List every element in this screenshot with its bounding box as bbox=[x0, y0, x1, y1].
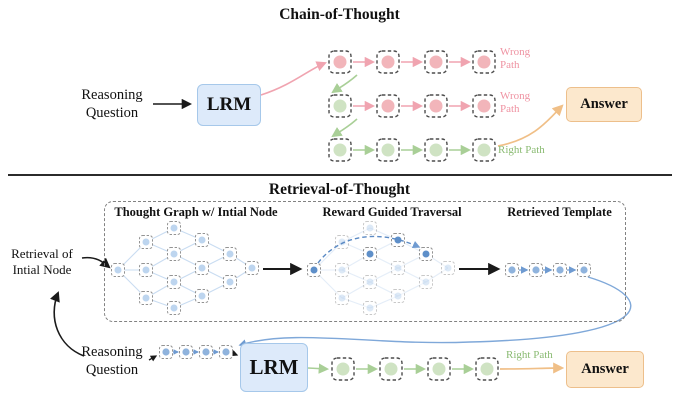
cot-row-wrong-1 bbox=[328, 50, 496, 74]
graph-node bbox=[223, 247, 237, 261]
graph-node bbox=[195, 289, 209, 303]
rot-answer-box: Answer bbox=[566, 351, 644, 388]
rot-retrieved-template bbox=[505, 263, 591, 277]
thought-node bbox=[376, 50, 400, 74]
template-node bbox=[179, 345, 193, 359]
rot-right-path-row bbox=[331, 357, 499, 381]
thought-node bbox=[472, 50, 496, 74]
cot-row-right bbox=[328, 138, 496, 162]
graph-node bbox=[391, 261, 405, 275]
thought-node bbox=[331, 357, 355, 381]
graph-node bbox=[167, 247, 181, 261]
template-node bbox=[199, 345, 213, 359]
graph-node bbox=[335, 291, 349, 305]
graph-node bbox=[139, 291, 153, 305]
graph-node bbox=[139, 235, 153, 249]
traversed-node bbox=[307, 263, 321, 277]
graph-node bbox=[335, 263, 349, 277]
section-divider bbox=[8, 174, 672, 176]
graph-node bbox=[335, 235, 349, 249]
cot-title: Chain-of-Thought bbox=[279, 6, 400, 23]
thought-node bbox=[424, 94, 448, 118]
graph-node bbox=[419, 275, 433, 289]
thought-node bbox=[328, 94, 352, 118]
retrieval-label: Retrieval of Intial Node bbox=[11, 246, 73, 277]
template-node bbox=[219, 345, 233, 359]
graph-node bbox=[391, 289, 405, 303]
graph-node bbox=[223, 275, 237, 289]
rot-title: Retrieval-of-Thought bbox=[268, 181, 411, 198]
traversal-arrow bbox=[317, 235, 421, 264]
right-path-label-top: Right Path bbox=[498, 144, 545, 156]
rot-outer-box bbox=[104, 201, 626, 322]
graph-node bbox=[111, 263, 125, 277]
graph-node bbox=[363, 221, 377, 235]
thought-node bbox=[379, 357, 403, 381]
rot-lrm-box: LRM bbox=[240, 343, 308, 392]
template-node bbox=[529, 263, 543, 277]
rot-flow-arrows bbox=[50, 256, 632, 374]
thought-node bbox=[475, 357, 499, 381]
template-node bbox=[505, 263, 519, 277]
thought-node bbox=[472, 138, 496, 162]
graph-node bbox=[167, 221, 181, 235]
wrong-path-label-1: Wrong Path bbox=[500, 46, 531, 71]
thought-node bbox=[424, 50, 448, 74]
rot-question-label: Reasoning Question bbox=[81, 344, 143, 378]
thought-node bbox=[472, 94, 496, 118]
traversed-node bbox=[363, 247, 377, 261]
rot-thought-graph-initial bbox=[111, 221, 259, 315]
thought-node bbox=[376, 138, 400, 162]
cot-question-label: Reasoning Question bbox=[81, 87, 143, 121]
graph-node bbox=[195, 261, 209, 275]
cot-row-wrong-2 bbox=[328, 94, 496, 118]
graph-node bbox=[245, 261, 259, 275]
traversed-node bbox=[419, 247, 433, 261]
wrong-path-label-2: Wrong Path bbox=[500, 90, 531, 115]
template-node bbox=[159, 345, 173, 359]
cot-lrm-box: LRM bbox=[197, 84, 261, 126]
thought-node bbox=[427, 357, 451, 381]
thought-node bbox=[376, 94, 400, 118]
thought-node bbox=[328, 50, 352, 74]
graph-node bbox=[363, 275, 377, 289]
template-node bbox=[577, 263, 591, 277]
thought-node bbox=[424, 138, 448, 162]
graph-node bbox=[441, 261, 455, 275]
rot-question-chain bbox=[159, 345, 233, 359]
panel-label-retrieved-template: Retrieved Template bbox=[507, 205, 612, 219]
thought-node bbox=[328, 138, 352, 162]
panel-label-reward-traversal: Reward Guided Traversal bbox=[322, 205, 462, 219]
graph-node bbox=[167, 275, 181, 289]
graph-node bbox=[139, 263, 153, 277]
cot-flow-arrows bbox=[153, 61, 564, 147]
cot-answer-box: Answer bbox=[566, 87, 642, 122]
right-path-label-bottom: Right Path bbox=[506, 349, 553, 361]
panel-label-thought-graph: Thought Graph w/ Intial Node bbox=[114, 205, 278, 219]
graph-node bbox=[195, 233, 209, 247]
graph-node bbox=[167, 301, 181, 315]
template-node bbox=[553, 263, 567, 277]
graph-node bbox=[363, 301, 377, 315]
rot-reward-traversal bbox=[307, 221, 455, 315]
template-to-prompt-arrow bbox=[238, 276, 632, 347]
traversed-node bbox=[391, 233, 405, 247]
